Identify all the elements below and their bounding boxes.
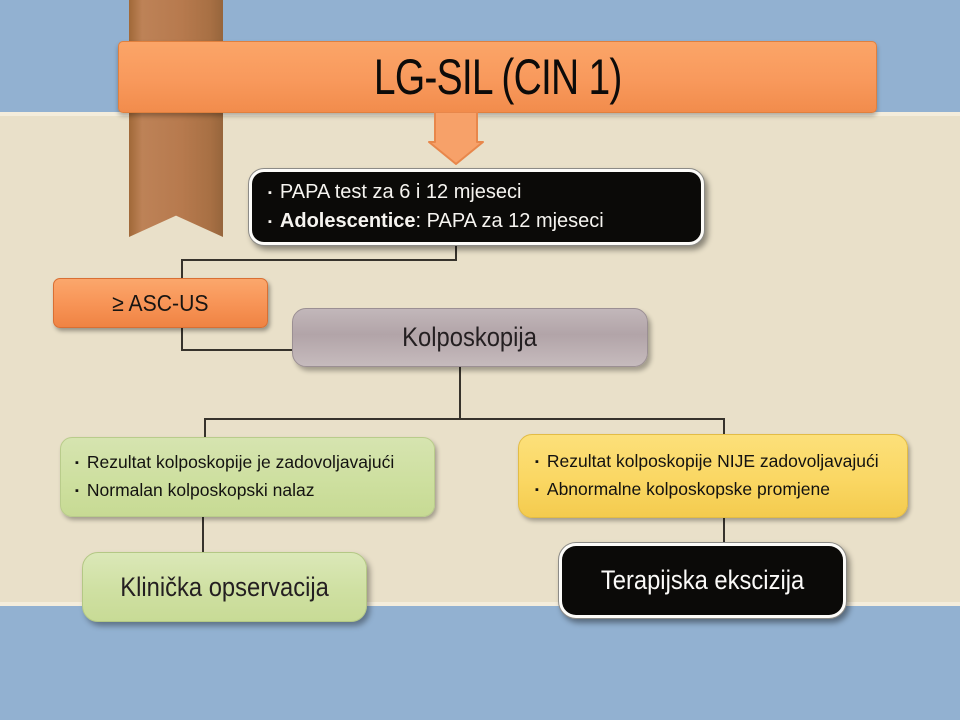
connector-line	[455, 246, 457, 261]
papa-line-1: ▪ PAPA test za 6 i 12 mjeseci	[268, 178, 701, 207]
bullet-icon: ▪	[535, 484, 539, 496]
connector-line	[204, 418, 725, 420]
unsatisfactory-line-1: ▪ Rezultat kolposkopije NIJE zadovoljavaj…	[535, 448, 907, 476]
connector-line	[181, 259, 457, 261]
connector-line	[459, 367, 461, 420]
klinicka-opservacija-box: Klinička opservacija	[82, 552, 367, 622]
papa-line-2-rest: : PAPA za 12 mjeseci	[415, 210, 604, 232]
bullet-icon: ▪	[75, 457, 79, 469]
title-bar: LG-SIL (CIN 1)	[118, 41, 877, 113]
satisfactory-line-1-text: Rezultat kolposkopije je zadovoljavajući	[86, 452, 395, 472]
papa-line-2: ▪ Adolescentice: PAPA za 12 mjeseci	[268, 207, 701, 236]
connector-line	[181, 349, 292, 351]
connector-line	[204, 418, 206, 437]
bookmark-ribbon	[129, 0, 223, 237]
satisfactory-result-box: ▪ Rezultat kolposkopije je zadovoljavajuć…	[60, 437, 435, 517]
bottom-blue-band	[0, 606, 960, 720]
satisfactory-line-1: ▪ Rezultat kolposkopije je zadovoljavajuć…	[75, 449, 434, 477]
klinicka-opservacija-label: Klinička opservacija	[120, 571, 329, 602]
slide-title: LG-SIL (CIN 1)	[373, 49, 622, 105]
connector-line	[202, 517, 204, 552]
connector-line	[181, 328, 183, 351]
bullet-icon: ▪	[268, 216, 272, 228]
asc-us-box: ≥ ASC-US	[53, 278, 268, 328]
kolposkopija-box: Kolposkopija	[292, 308, 648, 367]
terapijska-ekscizija-label: Terapijska ekscizija	[600, 565, 805, 595]
bullet-icon: ▪	[75, 485, 79, 497]
bottom-band-divider	[0, 602, 960, 606]
unsatisfactory-line-2-text: Abnormalne kolposkopske promjene	[546, 479, 830, 499]
top-band-divider	[0, 112, 960, 116]
kolposkopija-label: Kolposkopija	[402, 322, 538, 352]
connector-line	[723, 418, 725, 434]
unsatisfactory-result-box: ▪ Rezultat kolposkopije NIJE zadovoljavaj…	[518, 434, 908, 518]
papa-line-1-text: PAPA test za 6 i 12 mjeseci	[279, 181, 522, 203]
terapijska-ekscizija-box: Terapijska ekscizija	[558, 542, 847, 619]
connector-line	[181, 259, 183, 278]
bullet-icon: ▪	[268, 187, 272, 199]
asc-us-label: ≥ ASC-US	[112, 289, 209, 316]
papa-line-2-bold: Adolescentice	[279, 210, 416, 232]
satisfactory-line-2: ▪ Normalan kolposkopski nalaz	[75, 477, 434, 505]
unsatisfactory-line-1-text: Rezultat kolposkopije NIJE zadovoljavaju…	[546, 451, 879, 471]
bullet-icon: ▪	[535, 456, 539, 468]
down-arrow-icon	[428, 112, 484, 165]
satisfactory-line-2-text: Normalan kolposkopski nalaz	[86, 480, 315, 500]
connector-line	[723, 518, 725, 542]
unsatisfactory-line-2: ▪ Abnormalne kolposkopske promjene	[535, 476, 907, 504]
papa-followup-box: ▪ PAPA test za 6 i 12 mjeseci ▪ Adolescent…	[248, 168, 705, 246]
